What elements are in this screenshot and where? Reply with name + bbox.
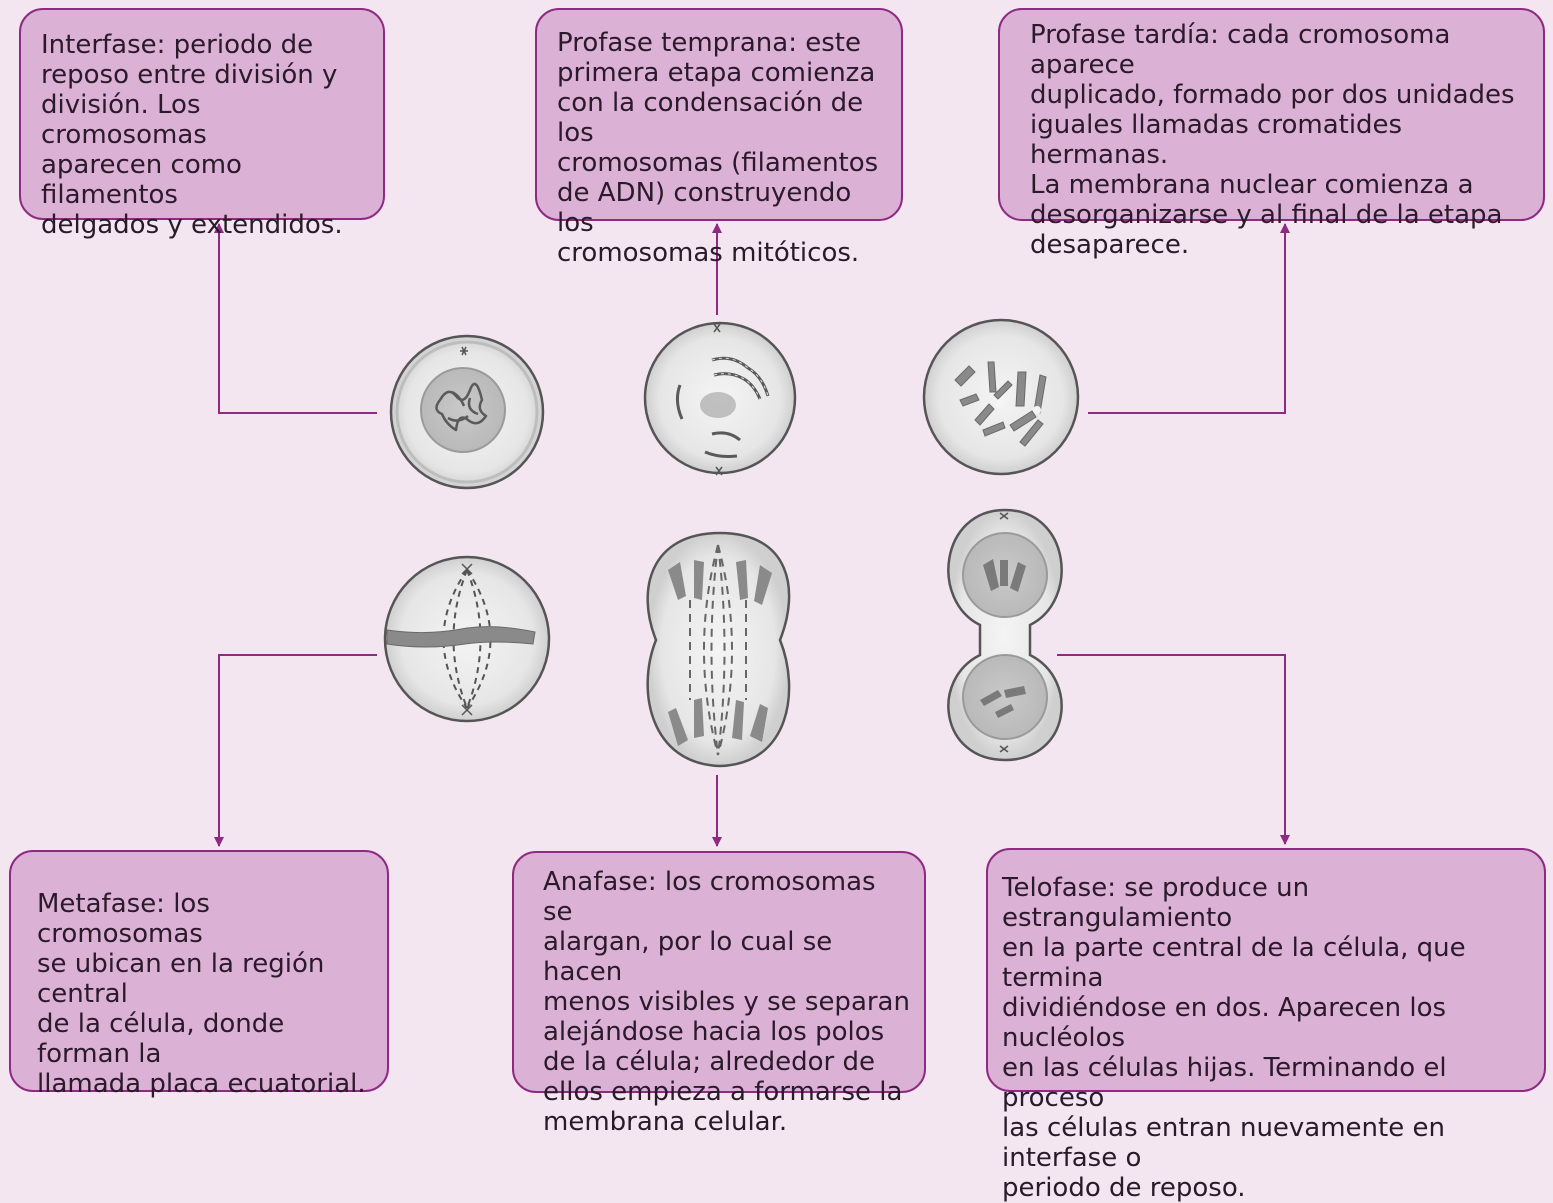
cell-anafase bbox=[646, 531, 791, 768]
cell-profase-temprana bbox=[643, 321, 797, 476]
profase-temprana-text: Profase temprana: este primera etapa com… bbox=[557, 28, 879, 268]
arrow-interfase bbox=[214, 223, 377, 414]
cell-profase-tardia bbox=[922, 318, 1080, 476]
profase-tardia-box: Profase tardía: cada cromosoma aparece d… bbox=[998, 8, 1545, 260]
telofase-box: Telofase: se produce un estrangulamiento… bbox=[986, 848, 1546, 1203]
anafase-box: Anafase: los cromosomas se alargan, por … bbox=[512, 851, 926, 1137]
arrow-metafase bbox=[214, 654, 377, 847]
cell-metafase bbox=[383, 555, 551, 723]
profase-tardia-text: Profase tardía: cada cromosoma aparece d… bbox=[1030, 20, 1515, 260]
metafase-box: Metafase: los cromosomas se ubican en la… bbox=[9, 850, 389, 1099]
arrow-profase-tardia bbox=[1088, 223, 1290, 414]
anafase-text: Anafase: los cromosomas se alargan, por … bbox=[543, 867, 910, 1137]
cell-telofase bbox=[947, 508, 1063, 762]
arrow-telofase bbox=[1057, 654, 1290, 845]
telofase-text: Telofase: se produce un estrangulamiento… bbox=[1002, 873, 1466, 1203]
profase-temprana-box: Profase temprana: este primera etapa com… bbox=[535, 8, 903, 268]
cell-interfase bbox=[389, 334, 545, 490]
interfase-box: Interfase: periodo de reposo entre divis… bbox=[19, 8, 385, 240]
interfase-text: Interfase: periodo de reposo entre divis… bbox=[41, 30, 343, 240]
mitosis-diagram-art bbox=[214, 223, 1290, 847]
metafase-text: Metafase: los cromosomas se ubican en la… bbox=[37, 889, 366, 1099]
